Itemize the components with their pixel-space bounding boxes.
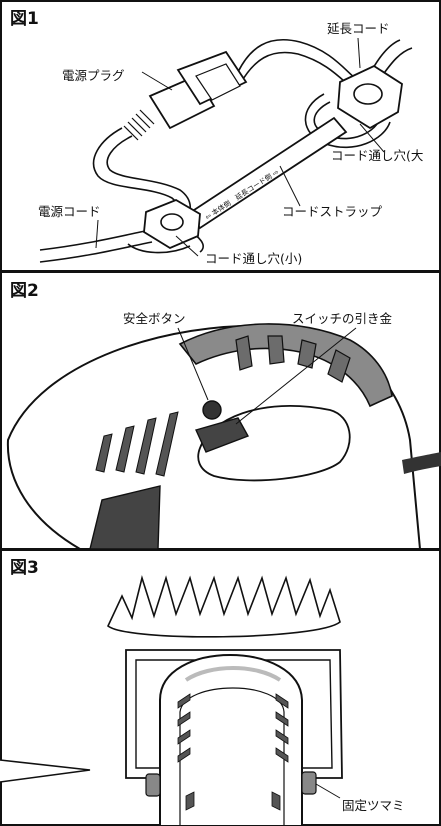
grip-ridges xyxy=(235,335,351,383)
safety-button-shape xyxy=(202,400,222,420)
figure-1-frame xyxy=(0,0,441,272)
fixing-knob-right xyxy=(301,771,317,795)
tool-front-inner xyxy=(179,687,285,826)
tool-front-body xyxy=(159,654,303,826)
figure-2-title: 図2 xyxy=(10,281,39,301)
label-power-cord: 電源コード xyxy=(38,204,101,219)
figure-1-panel: 図1 xyxy=(0,0,441,272)
label-safety-button: 安全ボタン xyxy=(123,311,186,326)
figure-3-title: 図3 xyxy=(10,558,39,578)
tool-front-highlight xyxy=(184,666,282,682)
power-plug-shape xyxy=(123,50,248,141)
label-cord-strap: コードストラップ xyxy=(282,204,383,219)
blade-shape xyxy=(107,575,341,638)
label-cord-hole-small: コード通し穴(小) xyxy=(205,251,302,266)
label-cord-hole-large: コード通し穴(大 xyxy=(331,148,423,163)
label-switch-trigger: スイッチの引き金 xyxy=(292,311,393,326)
cord-hole-large-shape xyxy=(337,64,403,130)
cord-hole-small-shape xyxy=(127,199,201,254)
figure-1-leaders xyxy=(95,37,385,257)
vent-slots xyxy=(95,411,179,477)
label-extension-cord: 延長コード xyxy=(327,21,390,36)
callout-wedge xyxy=(0,759,91,783)
fixing-knobs xyxy=(145,771,317,797)
figure-3-leader xyxy=(315,783,341,799)
fixing-knob-left xyxy=(145,773,161,797)
label-power-plug: 電源プラグ xyxy=(62,68,125,83)
front-vents xyxy=(177,693,289,811)
figure-2-panel: 図2 安全ボタン スイッチの引き金 xyxy=(0,271,441,550)
guard-frame-shape xyxy=(125,649,343,779)
figure-3-panel: 図3 固定ツマミ xyxy=(0,549,441,826)
grip-shape xyxy=(178,323,393,408)
plug-grip-lines xyxy=(123,109,155,141)
figure-1-title: 図1 xyxy=(10,9,39,29)
tool-cord-shape xyxy=(402,452,441,474)
switch-trigger-shape xyxy=(195,417,250,453)
label-fixing-knob: 固定ツマミ xyxy=(342,798,405,813)
figure-2-leaders xyxy=(177,327,357,425)
